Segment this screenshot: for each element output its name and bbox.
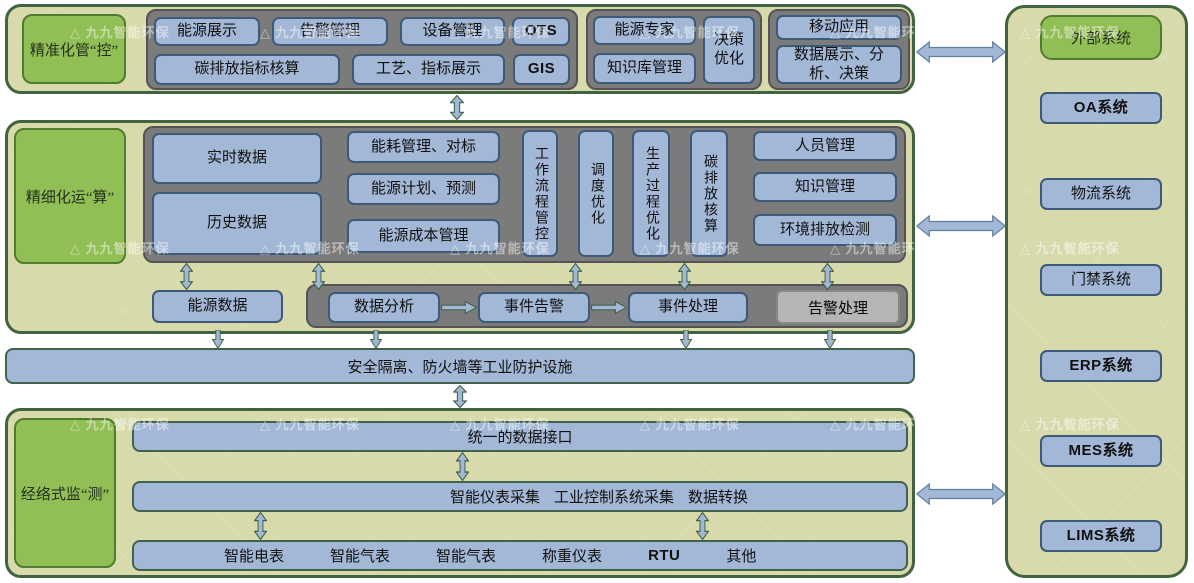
box-production-optimization: 生产过程优化 — [632, 130, 670, 257]
box-knowledge-base: 知识库管理 — [593, 53, 696, 84]
arrow-middle-external — [916, 215, 1006, 237]
box-energy-data: 能源数据 — [152, 290, 283, 323]
box-mobile-app: 移动应用 — [776, 15, 902, 40]
arrow-collection-devices-right — [696, 512, 709, 540]
label-network-monitoring: 经络式监“测” — [14, 418, 116, 568]
box-lims-system: LIMS系统 — [1040, 520, 1162, 552]
box-history-data: 历史数据 — [152, 192, 322, 255]
device-weighing-meter: 称重仪表 — [542, 549, 603, 565]
box-data-display-decision: 数据展示、分析、决策 — [776, 45, 902, 84]
arrow-bottom-external — [916, 483, 1006, 505]
box-data-analysis: 数据分析 — [328, 292, 440, 323]
arrow-firewall-bottom — [453, 385, 467, 408]
box-external-systems: 外部系统 — [1040, 15, 1162, 60]
device-gas-meter: 智能气表 — [330, 549, 391, 565]
box-erp-system: ERP系统 — [1040, 350, 1162, 382]
section-label: 精准化管“控” — [29, 42, 119, 59]
label-refined-computing: 精细化运“算” — [14, 128, 126, 264]
section-label: 经络式监“测” — [20, 486, 110, 503]
box-event-alarm: 事件告警 — [478, 292, 590, 323]
box-carbon-accounting: 碳排放核算 — [690, 130, 728, 257]
arrow-data-to-energydata — [180, 263, 193, 290]
device-gas-meter-2: 智能气表 — [436, 549, 497, 565]
arrow-alarm-to-handling — [591, 301, 627, 314]
box-event-handling: 事件处理 — [628, 292, 748, 323]
arrow-mid-3 — [569, 263, 582, 290]
box-alarm-handling: 告警处理 — [776, 290, 900, 324]
box-energy-display: 能源展示 — [154, 17, 260, 46]
arrow-to-event-handling — [678, 263, 691, 290]
firewall-bar: 安全隔离、防火墙等工业防护设施 — [5, 348, 915, 384]
arrow-top-external — [916, 41, 1006, 63]
arrow-to-data-analysis — [312, 263, 325, 290]
box-oa-system: OA系统 — [1040, 92, 1162, 124]
arrow-top-middle — [450, 95, 464, 120]
box-decision-optimization: 决策优化 — [703, 16, 755, 84]
box-energy-expert: 能源专家 — [593, 16, 696, 45]
arrow-down-event — [680, 330, 692, 349]
box-dispatch-optimization: 调度优化 — [578, 130, 614, 257]
box-carbon-index: 碳排放指标核算 — [154, 54, 340, 85]
box-gis: GIS — [513, 54, 570, 85]
box-energy-management: 能耗管理、对标 — [347, 131, 500, 163]
device-rtu: RTU — [648, 547, 681, 564]
bar-unified-data-interface: 统一的数据接口 — [132, 421, 908, 452]
box-mes-system: MES系统 — [1040, 435, 1162, 467]
box-device-management: 设备管理 — [400, 17, 505, 46]
box-personnel-management: 人员管理 — [753, 131, 897, 161]
section-label: 精细化运“算” — [25, 189, 115, 206]
bar-data-collection: 智能仪表采集 工业控制系统采集 数据转换 — [132, 481, 908, 512]
bar-field-devices: 智能电表 智能气表 智能气表 称重仪表 RTU 其他 — [132, 540, 908, 571]
arrow-collection-devices-left — [254, 512, 267, 540]
box-alarm-management: 告警管理 — [272, 17, 388, 46]
arrow-down-energydata — [212, 330, 224, 349]
box-workflow-control: 工作流程管控 — [522, 130, 558, 257]
label-precise-control: 精准化管“控” — [22, 14, 126, 84]
arrow-to-alarm-handling — [821, 263, 834, 290]
device-smart-meter: 智能电表 — [224, 549, 285, 565]
box-energy-cost: 能源成本管理 — [347, 219, 500, 253]
arrow-analysis-to-alarm — [441, 301, 477, 314]
box-ots: OTS — [512, 17, 570, 46]
box-knowledge-management: 知识管理 — [753, 172, 897, 202]
arrow-interface-collection — [456, 452, 469, 481]
arrow-down-alarm — [824, 330, 836, 349]
box-realtime-data: 实时数据 — [152, 133, 322, 184]
box-environment-monitoring: 环境排放检测 — [753, 214, 897, 246]
device-other: 其他 — [726, 549, 757, 565]
arrow-down-analysis — [370, 330, 382, 349]
box-access-control-system: 门禁系统 — [1040, 264, 1162, 296]
box-energy-plan: 能源计划、预测 — [347, 173, 500, 205]
box-logistics-system: 物流系统 — [1040, 178, 1162, 210]
box-process-index: 工艺、指标展示 — [352, 54, 505, 85]
